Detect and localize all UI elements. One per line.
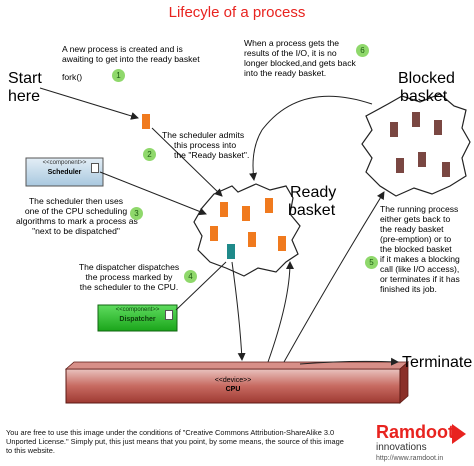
step6-line: When a process gets the xyxy=(244,38,340,48)
step3-line: one of the CPU scheduling xyxy=(24,206,128,216)
component-icon xyxy=(91,163,99,173)
step4-text: The dispatcher dispatches the process ma… xyxy=(74,262,184,292)
new-process xyxy=(142,114,150,129)
label-fork: fork() xyxy=(62,72,83,82)
dispatcher-component: <<component>> Dispatcher xyxy=(98,305,177,331)
step6-line: results of the I/O, it is no xyxy=(244,48,337,58)
ready-process xyxy=(242,206,250,221)
step5-line: finished its job. xyxy=(380,284,437,294)
step3-line: algorithms to mark a process as xyxy=(16,216,138,226)
step5-line: The running process xyxy=(380,204,459,214)
label-start: Start xyxy=(8,70,42,87)
step2-text: The scheduler admits this process into t… xyxy=(162,130,249,160)
label-blocked: Blocked xyxy=(398,70,455,87)
arrow-cpu-to-terminate xyxy=(299,357,399,366)
cpu-name: CPU xyxy=(225,386,241,393)
ready-process xyxy=(265,198,273,213)
step5-line: the ready basket xyxy=(380,224,444,234)
arrow-dispatcher-to-cpu xyxy=(231,261,246,361)
step2-line: The scheduler admits xyxy=(162,130,245,140)
step1-text: A new process is created and is awaiting… xyxy=(62,44,200,64)
arrow-cpu-to-blocked xyxy=(283,191,385,363)
step2-line: the "Ready basket". xyxy=(174,150,250,160)
ready-process xyxy=(210,226,218,241)
step1-line: awaiting to get into the ready basket xyxy=(62,54,200,64)
arrow-cpu-to-ready xyxy=(267,261,294,363)
blocked-process xyxy=(442,162,450,177)
step5-badge: 5 xyxy=(365,256,378,269)
dispatcher-stereotype: <<component>> xyxy=(115,307,160,313)
step5-line: call (like I/O access), xyxy=(380,264,460,274)
footer-line: to this website. xyxy=(6,446,55,455)
step5-line: (pre-emption) or to xyxy=(380,234,452,244)
blocked-process xyxy=(418,152,426,167)
label-ready: Ready xyxy=(290,184,337,201)
brand-name: Ramdoot xyxy=(376,422,454,442)
step2-line: this process into xyxy=(174,140,237,150)
brand-url[interactable]: http://www.ramdoot.in xyxy=(376,455,444,462)
step4-line: The dispatcher dispatches xyxy=(78,262,180,272)
step6-badge: 6 xyxy=(356,44,369,57)
arrow-scheduler-to-ready xyxy=(99,171,207,216)
step5-text: The running process either gets back to … xyxy=(380,204,460,294)
dispatcher-box xyxy=(97,304,178,332)
step5-line: either gets back to xyxy=(380,214,451,224)
ready-process xyxy=(248,232,256,247)
arrow-blocked-to-ready xyxy=(249,95,373,181)
footer-line: Unported License." Simply put, this just… xyxy=(6,437,344,446)
brand-arrow-icon xyxy=(452,424,466,444)
step5-line: the blocked basket xyxy=(380,244,452,254)
step5-line: or terminates if it has xyxy=(380,274,460,284)
step6-line: into the ready basket. xyxy=(244,68,327,78)
ready-process xyxy=(278,236,286,251)
dispatcher-name: Dispatcher xyxy=(119,316,156,323)
step5-line: if it makes a blocking xyxy=(380,254,460,264)
blocked-process xyxy=(390,122,398,137)
scheduler-component: <<component>> Scheduler xyxy=(26,158,103,186)
scheduler-stereotype: <<component>> xyxy=(42,160,87,166)
label-ready-basket: basket xyxy=(288,202,336,219)
blocked-process xyxy=(412,112,420,127)
label-blocked-basket: basket xyxy=(400,88,448,105)
arrow-start-to-new xyxy=(39,87,139,120)
brand-sub: innovations xyxy=(376,442,427,453)
step3-line: The scheduler then uses xyxy=(28,196,124,206)
step4-line: the scheduler to the CPU. xyxy=(79,282,179,292)
step3-line: "next to be dispatched" xyxy=(32,226,120,236)
dispatched-process xyxy=(227,244,235,259)
cpu-device xyxy=(65,368,401,404)
step3-text: The scheduler then uses one of the CPU s… xyxy=(16,196,138,236)
diagram-title: Lifecyle of a process xyxy=(168,4,306,21)
blocked-basket-shape xyxy=(361,93,471,197)
scheduler-name: Scheduler xyxy=(47,169,82,176)
ready-process xyxy=(220,202,228,217)
label-terminate: Terminate xyxy=(402,354,473,371)
blocked-process xyxy=(434,120,442,135)
arrow-dispatcher-link xyxy=(175,261,227,311)
step4-line: the process marked by xyxy=(85,272,173,282)
footer-line: You are free to use this image under the… xyxy=(6,428,335,437)
cpu-stereotype: <<device>> xyxy=(214,377,252,384)
scheduler-box xyxy=(25,157,104,187)
label-start-here: here xyxy=(8,88,41,105)
arrow-new-to-ready xyxy=(151,127,223,197)
cpu-component: <<device>> CPU xyxy=(66,376,400,394)
step4-badge: 4 xyxy=(184,270,197,283)
step2-badge: 2 xyxy=(143,148,156,161)
step1-line: A new process is created and is xyxy=(62,44,183,54)
step6-text: When a process gets the results of the I… xyxy=(244,38,356,78)
step3-badge: 3 xyxy=(130,207,143,220)
license-footer: You are free to use this image under the… xyxy=(6,428,376,455)
step6-line: longer blocked,and gets back xyxy=(244,58,356,68)
ready-basket-shape xyxy=(193,183,301,277)
component-icon xyxy=(165,310,173,320)
blocked-process xyxy=(396,158,404,173)
step1-badge: 1 xyxy=(112,69,125,82)
